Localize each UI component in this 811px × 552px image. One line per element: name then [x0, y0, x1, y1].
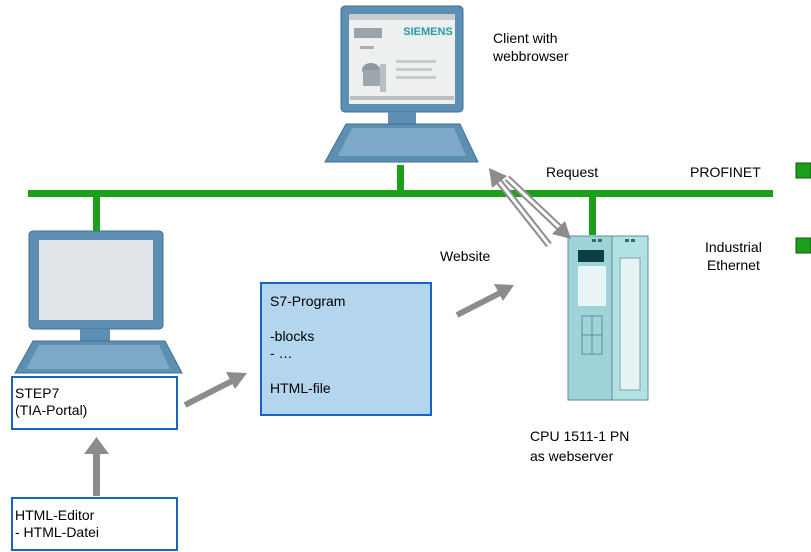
editor-box-text: HTML-Editor - HTML-Datei [15, 507, 99, 541]
legend-ethernet-label: Industrial Ethernet [705, 238, 762, 274]
step7-line2: (TIA-Portal) [15, 402, 88, 418]
arrow-website [489, 168, 552, 248]
client-label: Client with webbrowser [493, 29, 568, 65]
program-box [260, 282, 432, 416]
legend-profinet-label: PROFINET [690, 164, 761, 180]
program-box-text: S7-Program -blocks - … HTML-file [270, 293, 345, 397]
client-label-line1: Client with [493, 30, 558, 46]
program-item-html: HTML-file [270, 380, 331, 396]
program-item-more: - … [270, 345, 293, 361]
arrow-program-to-cpu [455, 284, 514, 318]
arrow-editor-to-step7 [84, 437, 109, 496]
website-label: Website [440, 248, 491, 264]
cpu-label: CPU 1511-1 PN as webserver [530, 426, 629, 466]
screen-logo: SIEMENS [403, 26, 453, 38]
step7-box-text: STEP7 (TIA-Portal) [15, 385, 87, 419]
request-label: Request [546, 164, 599, 180]
arrow-request [504, 175, 571, 239]
legend-ethernet-line2: Ethernet [706, 257, 760, 273]
bus-drop-client [397, 165, 404, 193]
program-item-blocks: -blocks [270, 328, 315, 344]
engineering-pc [14, 230, 183, 374]
editor-box [11, 497, 178, 551]
client-label-line2: webbrowser [493, 48, 569, 64]
step7-box [11, 376, 178, 430]
program-title: S7-Program [270, 293, 346, 309]
arrow-step7-to-program [183, 372, 247, 408]
network-bus [28, 190, 773, 197]
step7-line1: STEP7 [15, 385, 60, 401]
legend-ethernet-swatch [795, 237, 811, 254]
pc-screen [39, 240, 153, 320]
cpu-label-line1: CPU 1511-1 PN [530, 428, 630, 444]
bus-drop-cpu [589, 195, 596, 235]
editor-line1: HTML-Editor [15, 507, 95, 523]
legend-profinet-swatch [795, 162, 811, 179]
client-computer [324, 5, 479, 163]
bus-drop-pc [93, 195, 100, 233]
cpu-module [567, 235, 649, 401]
legend-ethernet-line1: Industrial [705, 239, 762, 255]
cpu-label-line2: as webserver [530, 448, 614, 464]
editor-line2: - HTML-Datei [15, 524, 100, 540]
